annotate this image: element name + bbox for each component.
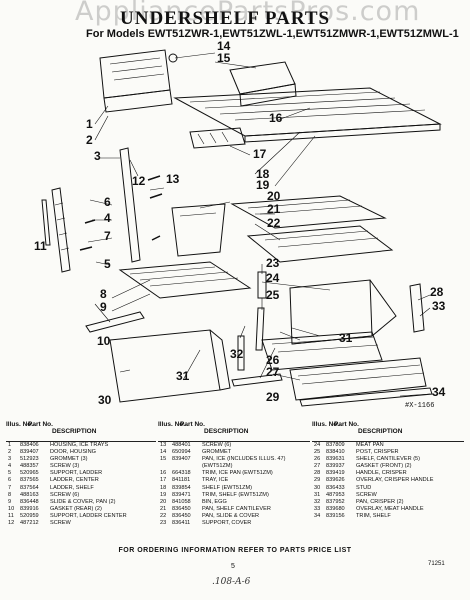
callout-label: 2 xyxy=(86,133,93,147)
diagram-code: #X-1166 xyxy=(405,402,435,410)
models-line: For Models EWT51ZWR-1,EWT51ZWL-1,EWT51ZM… xyxy=(86,28,459,40)
callout-label: 32 xyxy=(230,347,244,361)
callout-label: 27 xyxy=(266,365,280,379)
document-number: 71251 xyxy=(428,561,445,567)
page-number: 5 xyxy=(231,563,235,570)
header-description: DESCRIPTION xyxy=(52,428,97,435)
header-illus-no: Illus. No. xyxy=(312,421,340,428)
callout-label: 13 xyxy=(166,172,180,186)
callout-label: 3 xyxy=(94,149,101,163)
header-description: DESCRIPTION xyxy=(204,428,249,435)
callout-label: 9 xyxy=(100,300,107,314)
callout-label: 4 xyxy=(104,211,111,225)
callout-label: 14 xyxy=(217,40,231,53)
callout-label: 15 xyxy=(217,51,231,65)
callout-label: 1 xyxy=(86,117,93,131)
header-part-no: Part No. xyxy=(28,421,53,428)
callout-label: 7 xyxy=(104,229,111,243)
callout-label: 22 xyxy=(267,216,281,230)
callout-label: 25 xyxy=(266,288,280,302)
header-description: DESCRIPTION xyxy=(358,428,403,435)
callout-label: 10 xyxy=(97,334,111,348)
watermark: AppliancePartsPros.com xyxy=(75,0,421,27)
callout-label: 5 xyxy=(104,257,111,271)
callout-label: 33 xyxy=(432,299,446,313)
callout-label: 16 xyxy=(269,111,283,125)
callout-label: 29 xyxy=(266,390,280,404)
callout-label: 30 xyxy=(98,393,112,407)
callout-label: 31 xyxy=(176,369,190,383)
table-header: Illus. No. Part No. DESCRIPTION xyxy=(6,421,156,435)
callout-label: 18 xyxy=(256,167,270,181)
header-part-no: Part No. xyxy=(180,421,205,428)
callout-label: 19 xyxy=(256,178,270,192)
callout-label: 24 xyxy=(266,271,280,285)
callout-label: 12 xyxy=(132,174,146,188)
handwritten-note: .108-A-6 xyxy=(212,577,251,587)
callout-label: 6 xyxy=(104,195,111,209)
callout-label: 28 xyxy=(430,285,444,299)
callout-label: 34 xyxy=(432,385,446,399)
callout-label: 31 xyxy=(339,331,353,345)
table-header: Illus. No. Part No. DESCRIPTION xyxy=(158,421,310,435)
callout-label: 11 xyxy=(34,239,47,253)
table-header: Illus. No. Part No. DESCRIPTION xyxy=(312,421,464,435)
page-title: UNDERSHELF PARTS xyxy=(120,8,331,29)
header-part-no: Part No. xyxy=(334,421,359,428)
header-illus-no: Illus. No. xyxy=(6,421,34,428)
ordering-info-footer: FOR ORDERING INFORMATION REFER TO PARTS … xyxy=(118,547,352,554)
header-illus-no: Illus. No. xyxy=(158,421,186,428)
callout-label: 23 xyxy=(266,256,280,270)
callout-labels: 14 15 1 2 16 17 18 19 3 12 6 4 7 11 5 13… xyxy=(34,40,446,407)
callout-label: 8 xyxy=(100,287,107,301)
exploded-parts-diagram: 14 15 1 2 16 17 18 19 3 12 6 4 7 11 5 13… xyxy=(34,40,446,407)
callout-label: 17 xyxy=(253,147,267,161)
callout-label: 21 xyxy=(267,202,281,216)
callout-label: 20 xyxy=(267,189,281,203)
callout-label: 26 xyxy=(266,353,280,367)
